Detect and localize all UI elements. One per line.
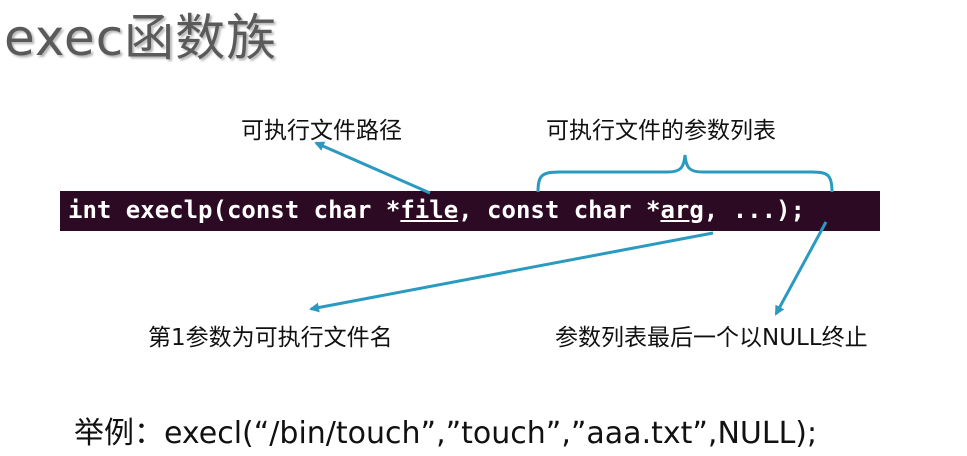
code-middle: , const char * [458,196,661,224]
label-null-terminated: 参数列表最后一个以NULL终止 [555,325,868,351]
page-title: exec函数族 [4,9,278,67]
function-signature: int execlp(const char *file, const char … [68,196,805,224]
param-file: file [400,196,459,224]
arrow-to-null-label [774,221,828,316]
arrow-to-path-label [314,141,431,195]
example-call: 举例：execl(“/bin/touch”,”touch”,”aaa.txt”,… [74,416,818,451]
label-executable-path: 可执行文件路径 [241,118,402,144]
arg-list-brace [536,154,834,193]
code-prefix: int execlp(const char * [68,196,401,224]
code-background [60,191,880,231]
arrow-to-first-arg-label [309,231,714,313]
code-suffix: , ...); [703,196,805,224]
label-argument-list: 可执行文件的参数列表 [546,118,776,144]
param-arg: arg [660,196,704,224]
label-first-arg: 第1参数为可执行文件名 [148,325,393,351]
